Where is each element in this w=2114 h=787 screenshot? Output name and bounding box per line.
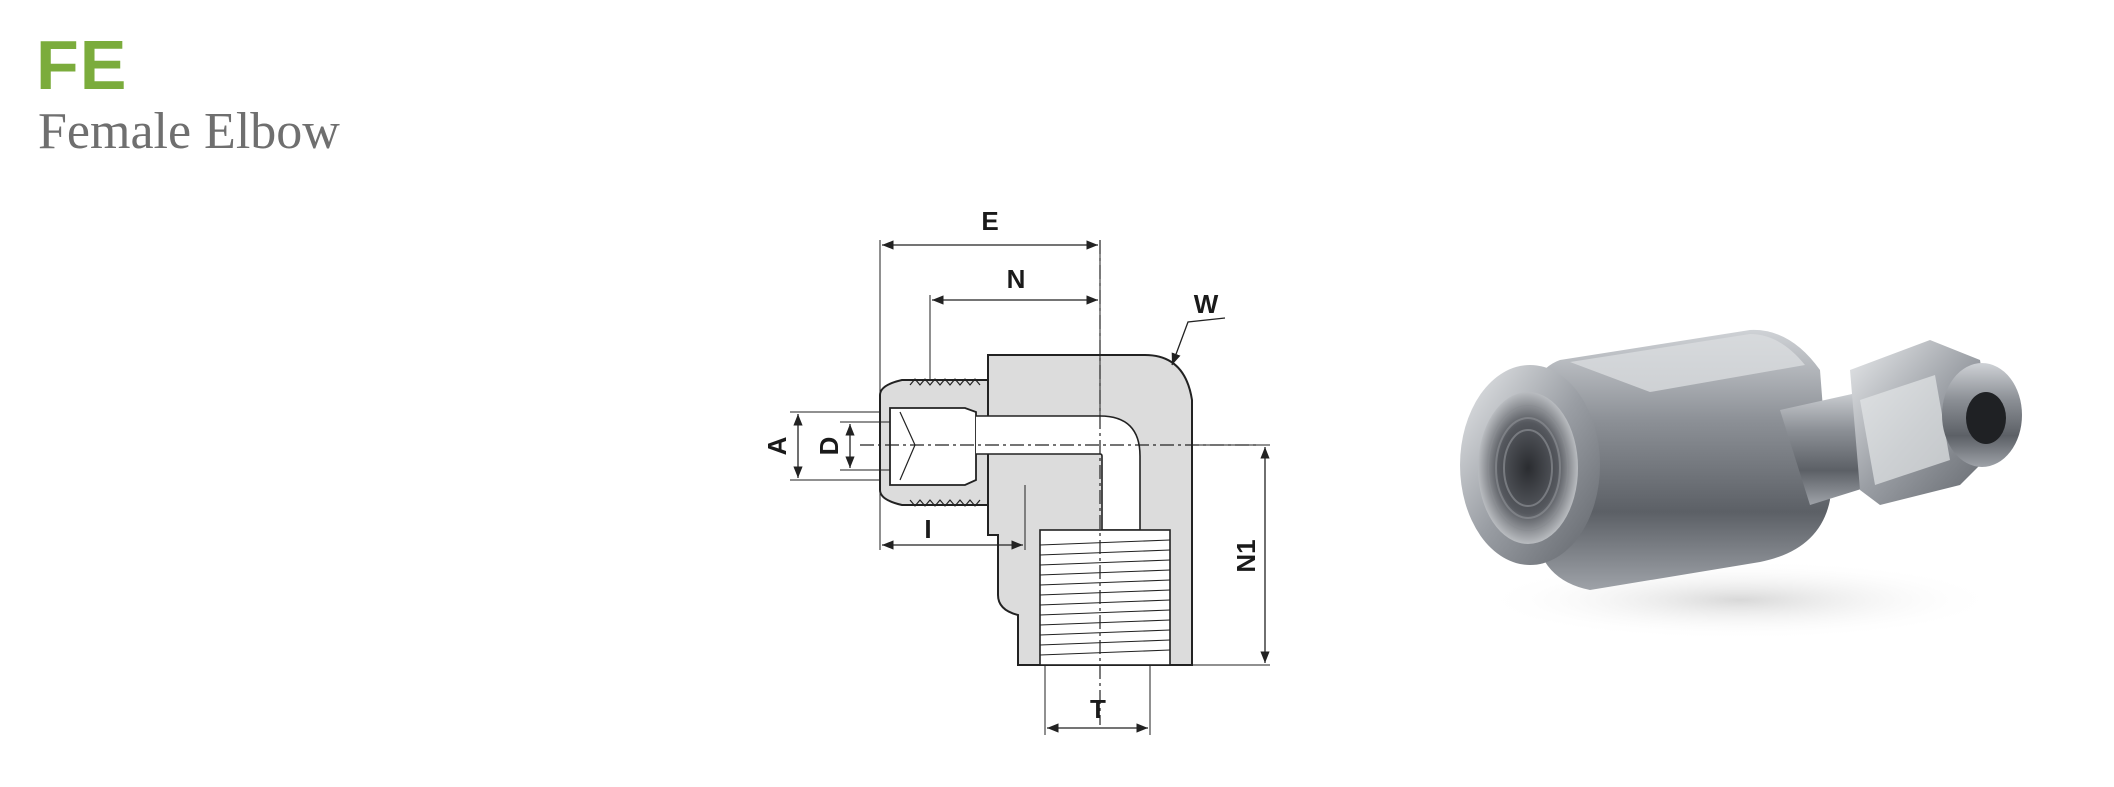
product-photo: [1460, 329, 2022, 640]
technical-drawing: E N W A D I N1 T: [762, 206, 1270, 735]
dim-label-N: N: [1007, 264, 1026, 294]
dim-label-E: E: [981, 206, 998, 236]
dim-label-T: T: [1090, 694, 1106, 724]
product-name: Female Elbow: [38, 103, 340, 160]
ferrule: [889, 407, 977, 486]
dim-label-A: A: [762, 436, 792, 455]
dim-label-N1: N1: [1231, 539, 1261, 572]
product-code: FE: [36, 26, 128, 104]
dim-label-W: W: [1194, 289, 1219, 319]
dim-leader-W: [1171, 317, 1226, 366]
nut-threads: [909, 378, 981, 507]
dim-label-I: I: [924, 514, 931, 544]
dim-label-D: D: [814, 437, 844, 456]
port-threads: [1039, 539, 1171, 656]
